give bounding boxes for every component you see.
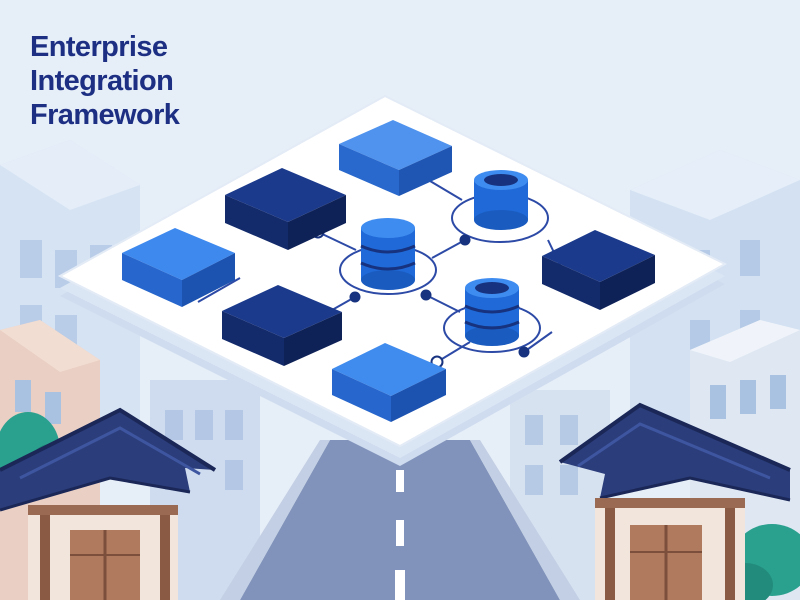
cube-block-icon	[339, 120, 452, 196]
cube-block-icon	[222, 285, 342, 366]
block-mid-left	[222, 285, 342, 366]
title-line-2: Integration	[30, 65, 174, 97]
hanok-gate-left	[0, 407, 217, 600]
road	[220, 440, 580, 600]
block-right	[542, 230, 655, 310]
cube-block-icon	[122, 228, 235, 307]
cube-block-icon	[542, 230, 655, 310]
title-line-1: Enterprise	[30, 31, 168, 63]
title-line-3: Framework	[30, 99, 180, 131]
hanok-gate-right	[558, 402, 791, 600]
cube-block-icon	[332, 343, 446, 422]
block-bottom	[332, 343, 446, 422]
database-icon	[360, 218, 416, 290]
block-left	[122, 228, 235, 307]
block-upper-left	[225, 168, 346, 250]
page-title: Enterprise Integration Framework	[30, 30, 180, 132]
database-icon	[474, 170, 528, 230]
hanok-roof-icon	[0, 407, 217, 512]
cube-block-icon	[225, 168, 346, 250]
hanok-roof-icon	[558, 402, 791, 502]
database-lower	[464, 278, 520, 346]
block-top	[339, 120, 452, 196]
database-top	[474, 170, 528, 230]
database-center	[360, 218, 416, 290]
database-icon	[464, 278, 520, 346]
